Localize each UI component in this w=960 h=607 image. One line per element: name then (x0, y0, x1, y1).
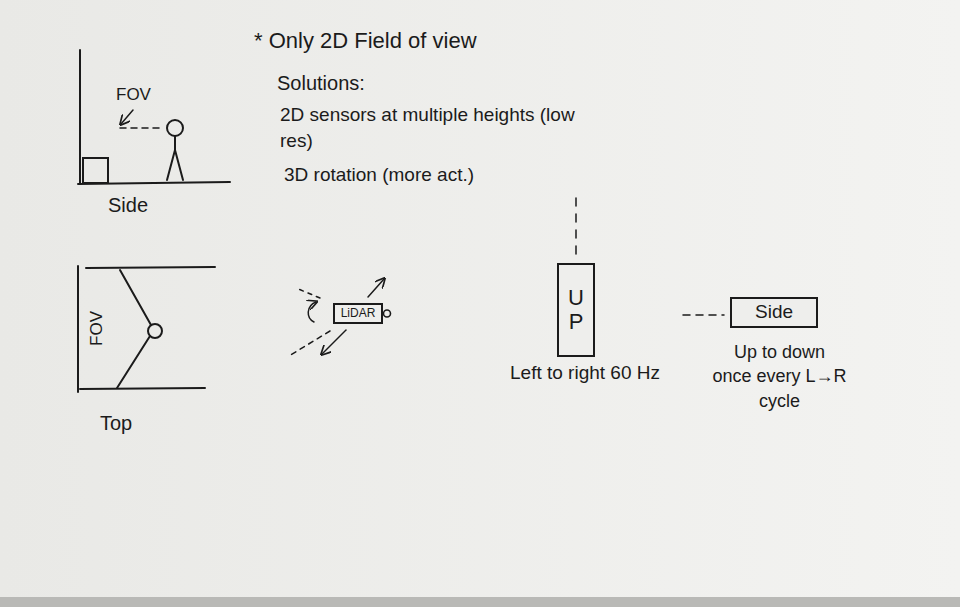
solution-note: 3D rotation (more act.) (284, 162, 584, 188)
solution-note: 2D sensors at multiple heights (low res) (280, 102, 580, 153)
side-view (78, 50, 230, 184)
view-label: Side (108, 192, 168, 219)
solutions-heading: Solutions: (277, 70, 477, 97)
scan-note: Up to down once every L→R cycle (712, 340, 847, 413)
fov-label: FOV (86, 308, 109, 348)
note-title: * Only 2D Field of view (254, 26, 477, 56)
fov-label: FOV (116, 84, 160, 107)
view-label: Top (100, 410, 160, 437)
lens-symbol (384, 310, 391, 317)
scan-note: Left to right 60 Hz (510, 360, 660, 386)
paper-edge (0, 597, 960, 607)
orientation-box: UP (557, 263, 595, 357)
axis-line (575, 198, 577, 258)
box-text: UP (565, 286, 587, 334)
top-view (78, 266, 215, 392)
axis-line (683, 314, 724, 316)
rotation-rays (289, 279, 384, 356)
box-text: LiDAR (341, 306, 376, 320)
box-text: Side (755, 301, 793, 324)
lidar-box: LiDAR (333, 303, 383, 324)
orientation-box: Side (730, 297, 818, 328)
